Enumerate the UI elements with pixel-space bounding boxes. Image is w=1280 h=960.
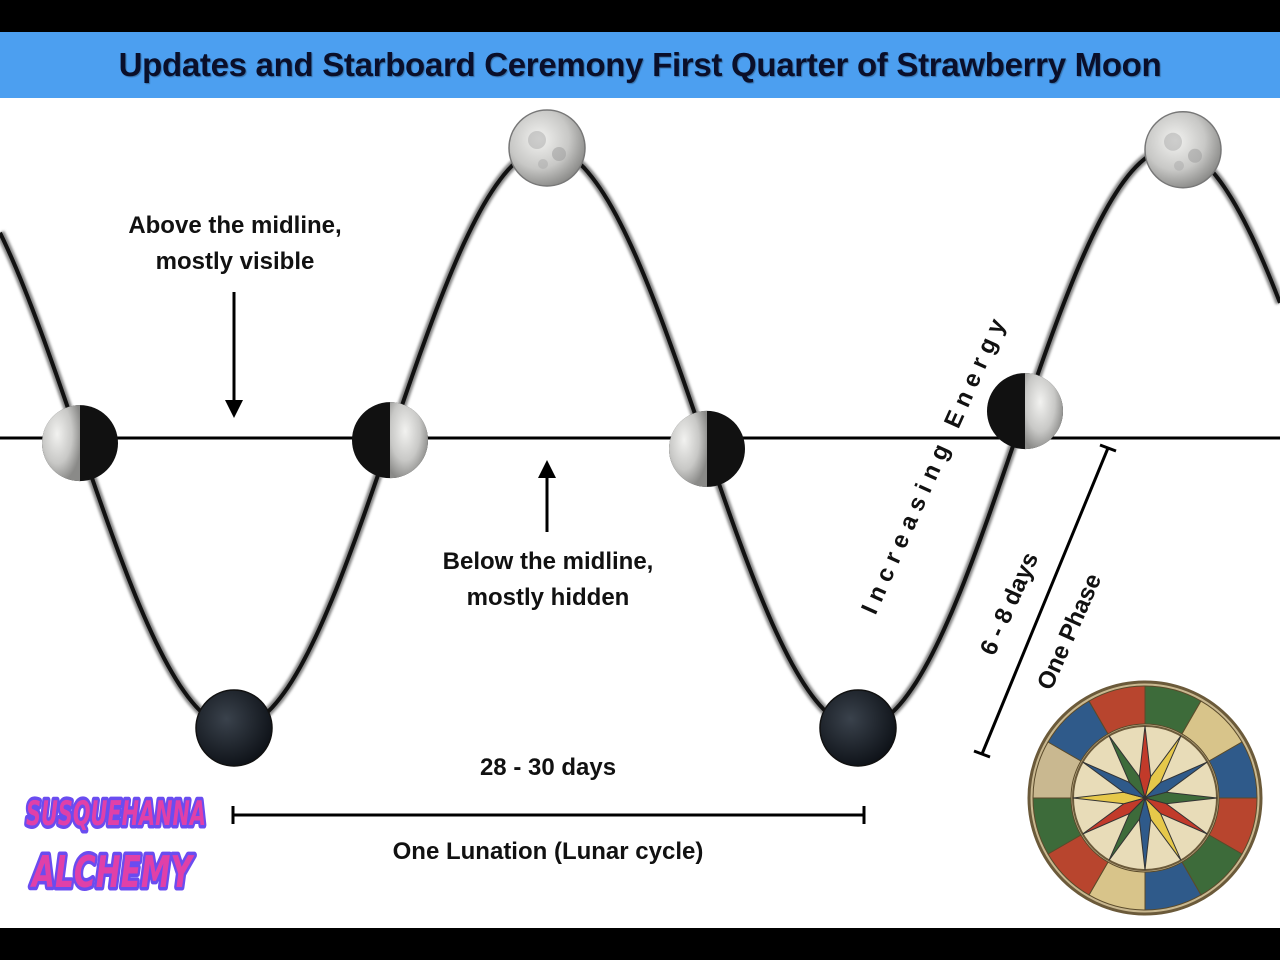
full-moon-icon bbox=[508, 109, 586, 187]
quarter-moon-icon bbox=[352, 402, 428, 479]
new-moon-icon bbox=[819, 689, 897, 767]
arrow-down-icon bbox=[225, 292, 243, 418]
logo-line-2: ALCHEMY bbox=[30, 847, 195, 898]
lunation-label: One Lunation (Lunar cycle) bbox=[392, 838, 704, 865]
above-line-2: mostly visible bbox=[155, 248, 315, 275]
phase-bracket bbox=[973, 443, 1117, 759]
quarter-moon-icon bbox=[987, 373, 1063, 450]
above-line-1: Above the midline, bbox=[128, 212, 342, 239]
mandala-star-point bbox=[1108, 735, 1146, 800]
below-midline-label: Below the midline, mostly hidden bbox=[408, 544, 688, 616]
susquehanna-alchemy-logo: SUSQUEHANNA ALCHEMY bbox=[23, 791, 210, 902]
new-moon-icon bbox=[195, 689, 273, 767]
top-letterbox bbox=[0, 0, 1280, 32]
lunation-bracket bbox=[231, 806, 866, 824]
lunation-days-label: 28 - 30 days bbox=[479, 754, 617, 781]
quarter-moon-icon bbox=[669, 410, 745, 487]
arrow-up-icon bbox=[538, 460, 556, 532]
below-line-2: mostly hidden bbox=[466, 584, 630, 611]
quarter-moon-icon bbox=[42, 405, 118, 482]
bottom-letterbox bbox=[0, 928, 1280, 960]
page-title: Updates and Starboard Ceremony First Qua… bbox=[118, 46, 1162, 83]
title-bar: Updates and Starboard Ceremony First Qua… bbox=[0, 32, 1280, 98]
mandala-segment bbox=[1208, 741, 1258, 799]
full-moon-icon bbox=[1144, 111, 1222, 189]
zodiac-mandala bbox=[1027, 680, 1263, 916]
above-midline-label: Above the midline, mostly visible bbox=[95, 208, 375, 280]
below-line-1: Below the midline, bbox=[442, 548, 654, 575]
logo-line-1: SUSQUEHANNA bbox=[26, 794, 206, 834]
